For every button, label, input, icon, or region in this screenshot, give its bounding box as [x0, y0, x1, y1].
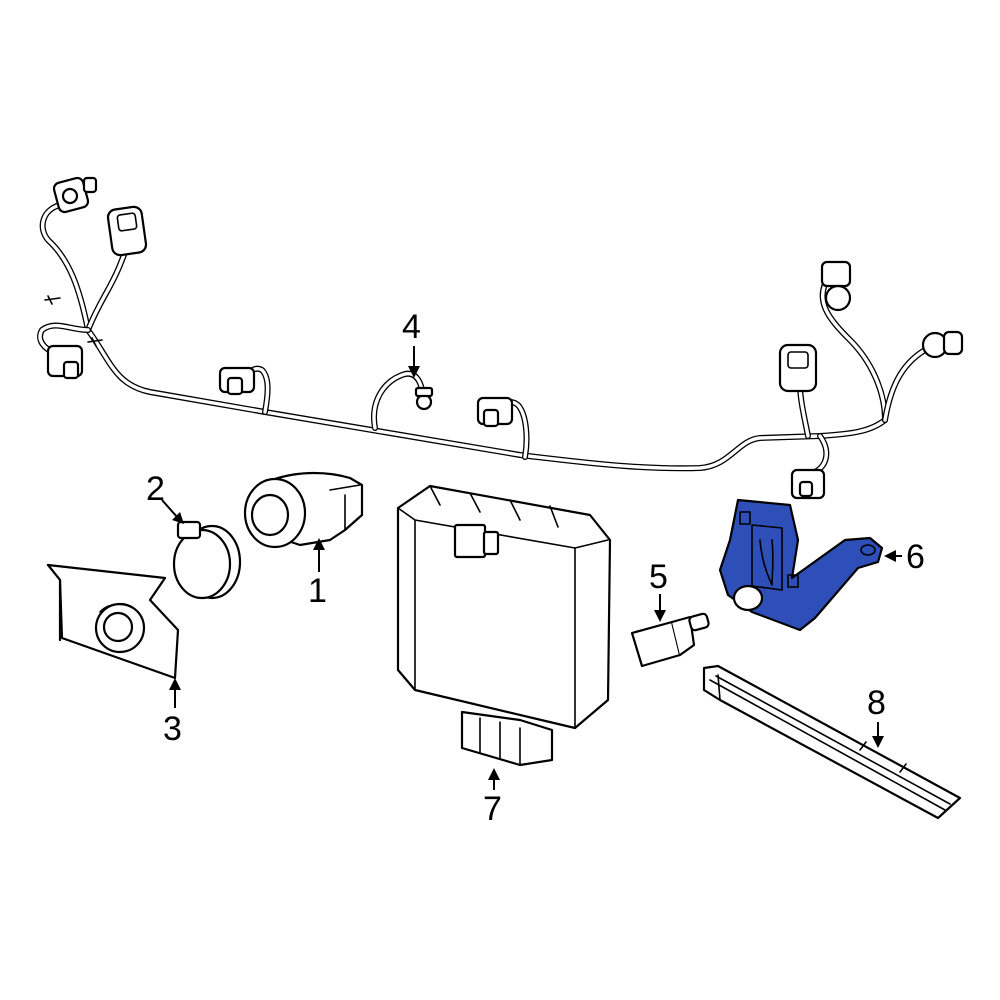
callout-2: 2	[146, 470, 184, 524]
temperature-sensor-part-5[interactable]	[630, 612, 710, 668]
sensor-retainer-part-2[interactable]	[172, 520, 242, 600]
callout-8: 8	[867, 684, 886, 748]
callout-1: 1	[308, 538, 327, 610]
callout-label-7: 7	[483, 790, 502, 828]
connector-right-top	[820, 260, 852, 312]
connector-right-low	[790, 468, 826, 500]
callout-4: 4	[402, 308, 421, 378]
callout-6: 6	[884, 538, 925, 576]
sensor-bracket-part-3[interactable]	[46, 563, 180, 680]
harness-clip-1	[44, 295, 61, 305]
callout-label-6: 6	[906, 538, 925, 576]
parking-sensor-part-1[interactable]	[243, 471, 364, 549]
callout-label-4: 4	[402, 308, 421, 346]
connector-mid-sensor	[414, 386, 434, 411]
harness-clip-2	[87, 337, 103, 347]
callout-7: 7	[483, 768, 502, 828]
connector-right-far	[921, 330, 964, 359]
connector-left-bottom	[46, 344, 84, 380]
connector-right-socket	[778, 343, 818, 393]
callout-5: 5	[649, 558, 668, 622]
connector-mid-right	[476, 396, 514, 428]
callout-label-8: 8	[867, 684, 886, 722]
connector-mid-left	[218, 366, 256, 396]
sensor-mounting-bracket-part-6[interactable]	[718, 498, 884, 632]
trim-strip-part-8[interactable]	[702, 664, 962, 820]
wiring-harness[interactable]	[37, 176, 964, 500]
callout-label-5: 5	[649, 558, 668, 596]
callout-label-3: 3	[163, 710, 182, 748]
callout-label-1: 1	[308, 572, 327, 610]
control-module-part-7[interactable]	[396, 484, 612, 767]
callout-3: 3	[163, 678, 182, 748]
callout-label-2: 2	[146, 470, 165, 508]
connector-left-socket	[106, 205, 148, 257]
connector-left-top	[52, 176, 98, 214]
